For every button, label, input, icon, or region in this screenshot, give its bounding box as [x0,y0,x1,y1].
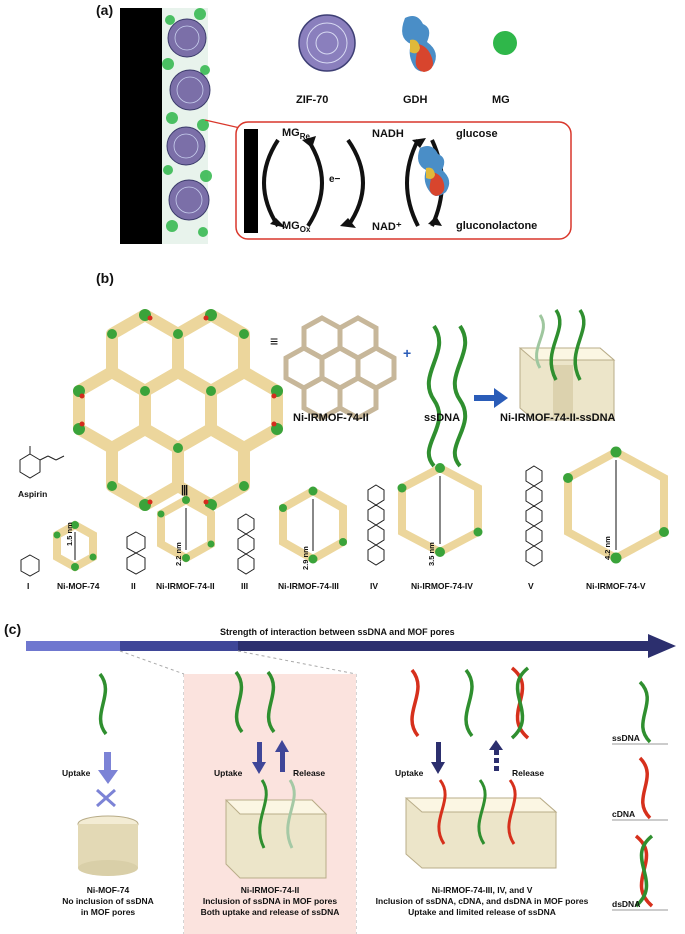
col2-ssdna-icon-1 [234,670,244,734]
blocked-x-icon [96,788,116,808]
nad-label: NAD⁺ [372,221,402,233]
mg-ox-label: MGOx [282,220,311,235]
plus-symbol: + [403,345,412,361]
pore-size-arrows [74,460,617,560]
pore-size-5: 4.2 nm [603,536,612,560]
linker-label-4: IV [370,581,379,591]
aspirin-structure [19,446,65,479]
linker-structures [20,465,543,577]
equiv-symbol: ≡ [270,333,279,349]
pore-size-4: 3.5 nm [427,542,436,566]
col2-uptake-label: Uptake [214,768,243,778]
pore-size-1: 1.5 nm [65,522,74,546]
linker-label-5: V [528,581,534,591]
mof-ssdna-complex-icon [518,308,616,421]
gdh-icon [402,16,436,72]
ssdna-pair-icon [426,324,468,468]
panel-b-label: (b) [96,270,114,286]
col3-uptake-arrow [436,742,441,764]
interaction-strength-arrow [26,634,676,658]
gluconolactone-label: gluconolactone [456,220,538,232]
legend-ssdna-label: ssDNA [612,733,640,743]
col3-cdna-icon [410,668,420,738]
panel-b-graphic [19,308,669,577]
col3-release-arrow [489,740,503,771]
col2-uptake-arrow [257,742,262,764]
scheme-electrode [244,129,258,233]
zif-gdh-strip [162,8,212,244]
zif70-icon [298,14,356,72]
col1-mof-block [77,815,139,876]
gdh-label: GDH [403,94,428,106]
col2-mof-block [224,779,328,879]
col2-release-arrow [280,750,285,772]
legend-cdna-icon [638,756,652,820]
panel-c-label: (c) [4,621,22,637]
blue-arrow-icon [474,388,508,408]
col2-ssdna-icon-2 [266,670,276,734]
pore-size-2: 2.2 nm [174,542,183,566]
linker-label-1: I [27,581,30,591]
electrode [120,8,162,244]
col3-uptake-label: Uptake [395,768,424,778]
mg-label: MG [492,94,510,106]
col3-release-label: Release [512,768,545,778]
mof-label-5: Ni-IRMOF-74-V [586,581,646,591]
reaction-scheme-box [235,121,572,240]
nadh-label: NADH [372,128,404,140]
legend-ssdna-icon [638,680,652,744]
legend-cdna-label: cDNA [612,809,636,819]
panel-a-label: (a) [96,2,114,18]
aspirin-label: Aspirin [18,489,48,499]
mof-label-2: Ni-IRMOF-74-II [156,581,215,591]
strength-arrow-title: Strength of interaction between ssDNA an… [220,627,455,637]
mof-label-4: Ni-IRMOF-74-IV [411,581,473,591]
legend-dsdna-label: dsDNA [612,899,641,909]
col2-release-label: Release [293,768,326,778]
legend-dsdna-icon [634,834,654,908]
linker-label-2: II [131,581,136,591]
ssdna-top-label: ssDNA [424,412,461,424]
linker-label-3: III [241,581,249,591]
scheme-gdh-icon [418,146,450,196]
col3-mof-block [404,779,558,869]
mof-label-3: Ni-IRMOF-74-III [278,581,339,591]
electron-label: e− [329,174,341,185]
mg-re-label: MGRe [282,127,310,142]
mg-icon [493,31,517,55]
col1-ssdna-icon [98,672,108,736]
col1-uptake-arrow [104,752,111,772]
glucose-label: glucose [456,128,498,140]
panel-c-graphic [26,634,676,934]
mof-label-1: Ni-MOF-74 [57,581,100,591]
col3-dsdna-icon [510,666,530,740]
mof-top-label: Ni-IRMOF-74-II [293,412,369,424]
hexagon-schematic [283,315,397,421]
col3-ssdna-icon [464,668,474,738]
col1-uptake-label: Uptake [62,768,91,778]
complex-top-label: Ni-IRMOF-74-II-ssDNA [500,412,616,424]
pore-size-3: 2.9 nm [301,546,310,570]
equiv-vertical: ||| [181,484,188,496]
panel-a-graphic [120,8,572,244]
honeycomb-framework [73,309,283,511]
zif70-label: ZIF-70 [296,94,329,106]
